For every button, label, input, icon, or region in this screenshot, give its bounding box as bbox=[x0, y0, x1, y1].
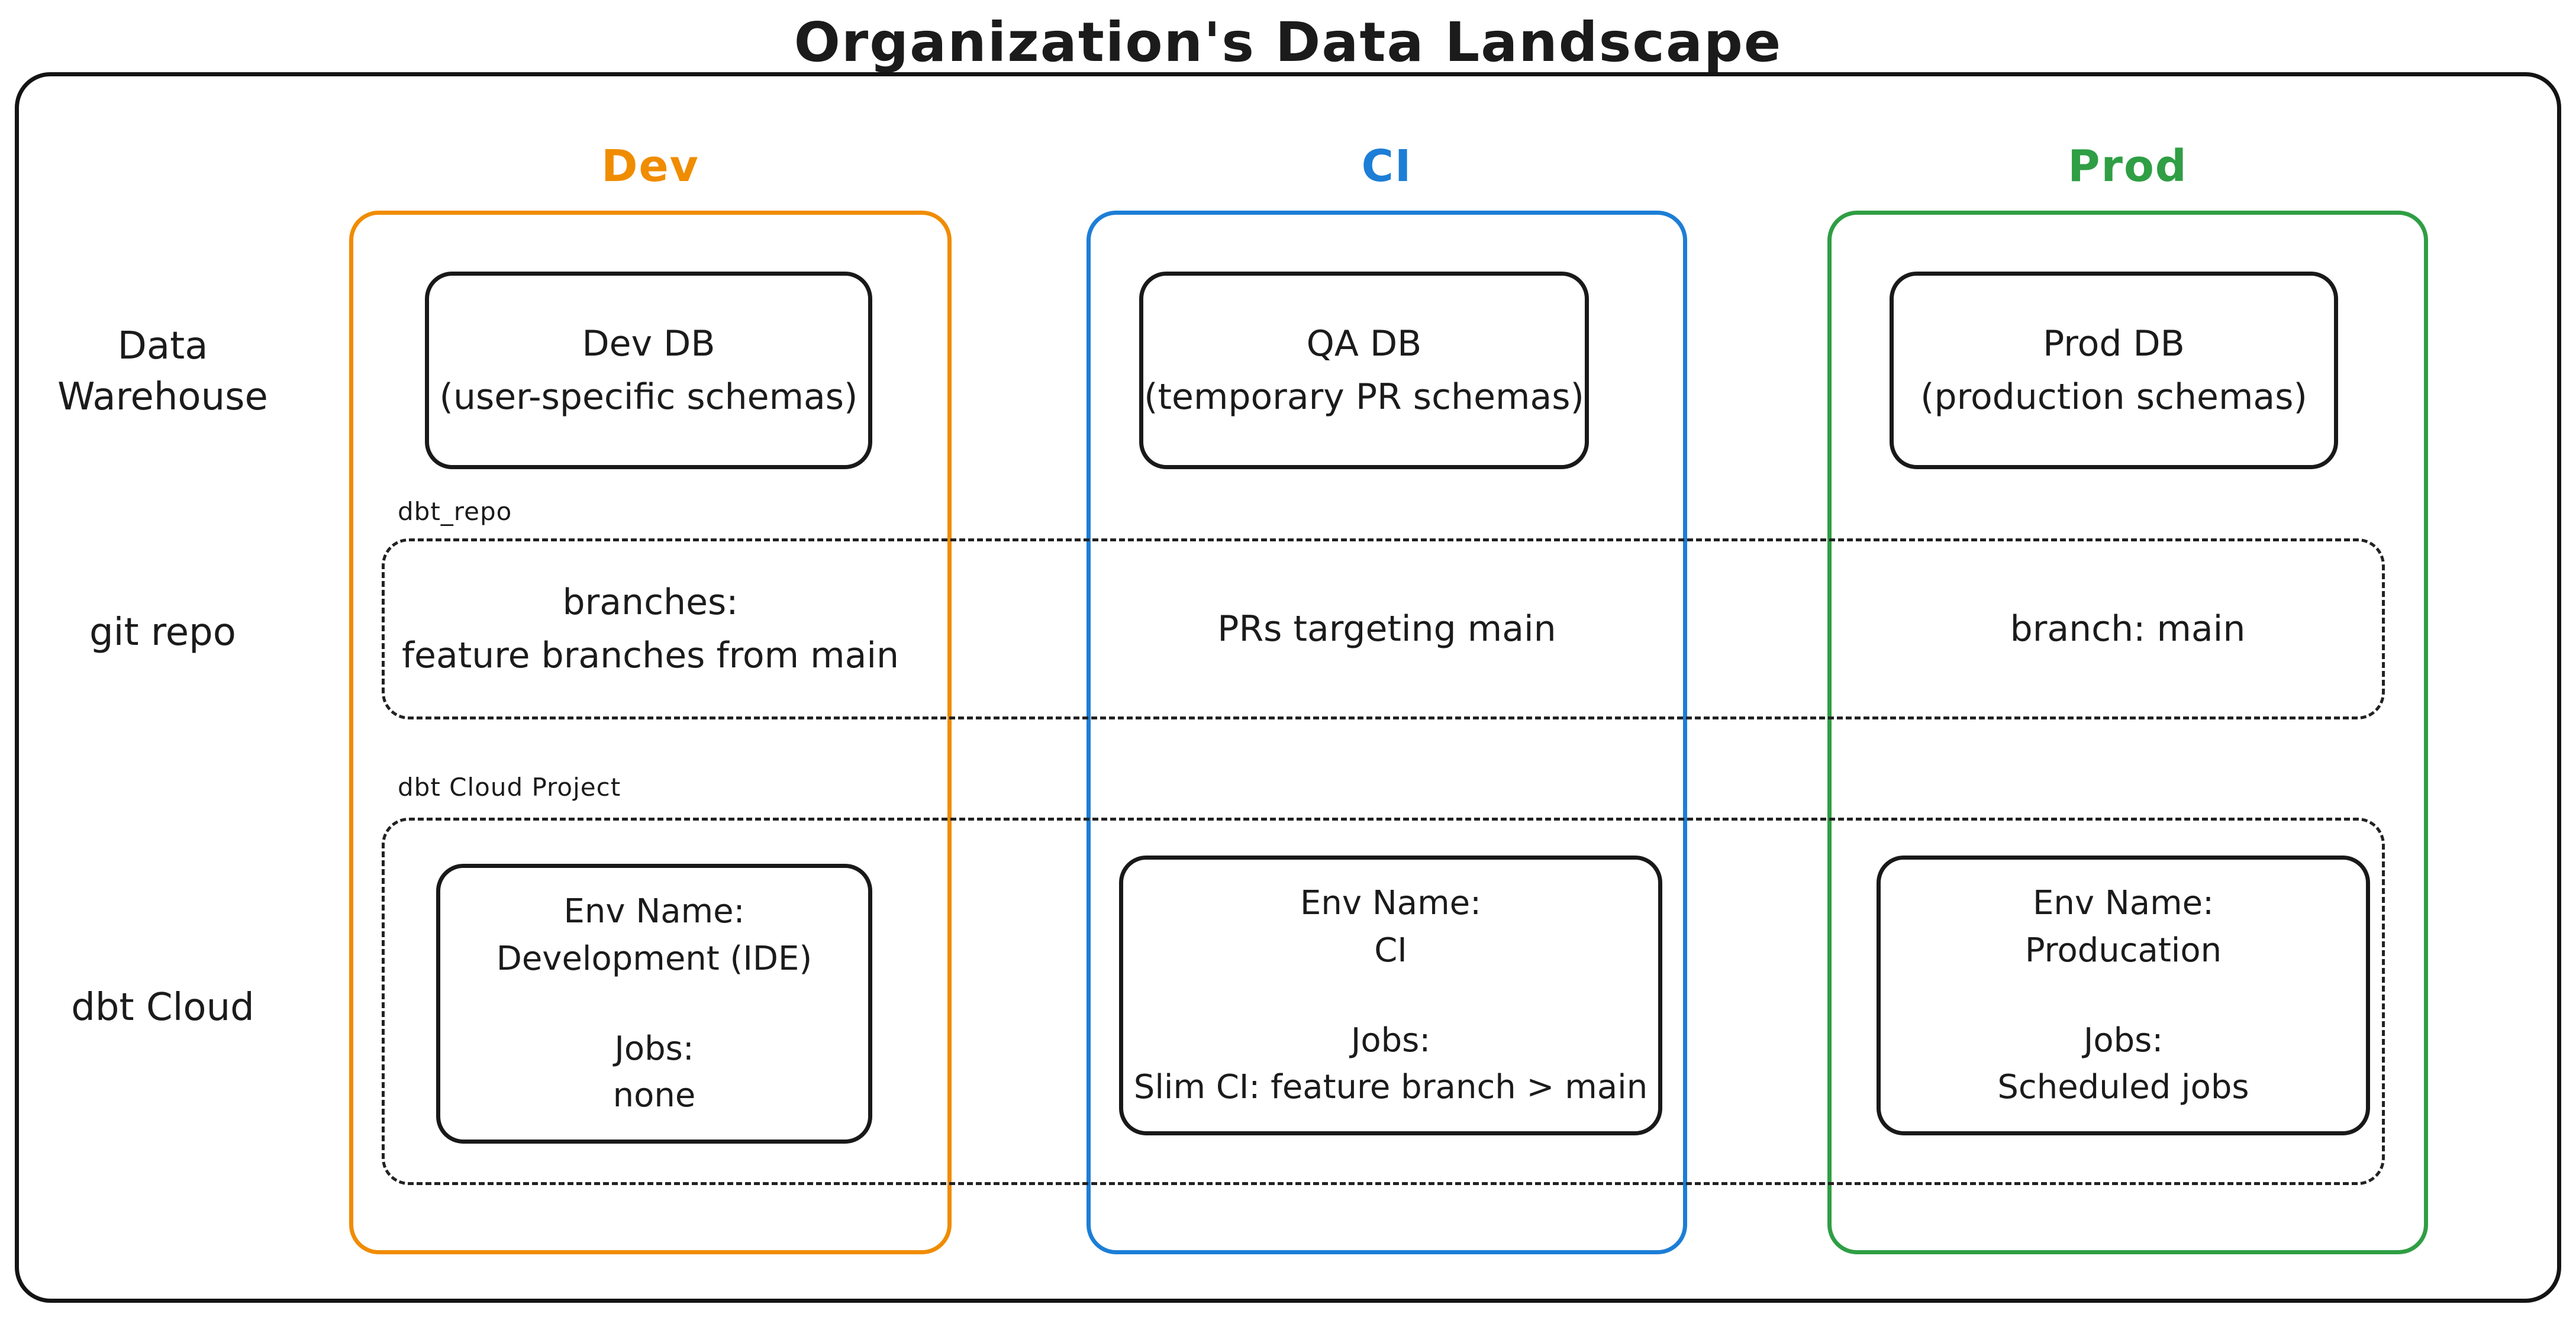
git-cell-prod: branch: main bbox=[1827, 538, 2428, 719]
ci-env-box: Env Name: CI Jobs: Slim CI: feature bran… bbox=[1119, 856, 1662, 1135]
dbt-cloud-project-box-label: dbt Cloud Project bbox=[398, 773, 621, 802]
qa-db-box: QA DB (temporary PR schemas) bbox=[1139, 272, 1589, 469]
git-cell-dev-line2: feature branches from main bbox=[401, 635, 899, 676]
git-cell-ci: PRs targeting main bbox=[1087, 538, 1687, 719]
dev-db-box: Dev DB (user-specific schemas) bbox=[425, 272, 872, 469]
diagram-title: Organization's Data Landscape bbox=[794, 11, 1782, 74]
qa-db-subtitle: (temporary PR schemas) bbox=[1144, 376, 1584, 418]
prod-env-name-label: Env Name: bbox=[2033, 884, 2214, 923]
column-header-prod: Prod bbox=[2068, 141, 2188, 192]
outer-frame bbox=[15, 72, 2561, 1303]
dev-jobs-label: Jobs: bbox=[614, 1029, 694, 1068]
git-repo-dashed-box bbox=[382, 538, 2385, 719]
row-label-data-warehouse: Data Warehouse bbox=[57, 324, 268, 419]
dev-env-name-label: Env Name: bbox=[563, 892, 745, 931]
prod-jobs-label: Jobs: bbox=[2083, 1021, 2164, 1060]
dev-db-subtitle: (user-specific schemas) bbox=[439, 376, 858, 418]
dev-env-name: Development (IDE) bbox=[496, 939, 813, 978]
dev-db-title: Dev DB bbox=[582, 323, 715, 364]
prod-db-title: Prod DB bbox=[2043, 323, 2185, 364]
prod-jobs-value: Scheduled jobs bbox=[1997, 1068, 2249, 1107]
ci-env-name: CI bbox=[1374, 931, 1407, 970]
dev-jobs-value: none bbox=[612, 1076, 696, 1115]
git-cell-prod-line1: branch: main bbox=[2010, 608, 2246, 650]
git-repo-box-label: dbt_repo bbox=[398, 497, 512, 526]
row-label-dbt-cloud: dbt Cloud bbox=[71, 986, 254, 1029]
dev-column-box bbox=[349, 211, 952, 1254]
column-header-ci: CI bbox=[1361, 141, 1413, 192]
prod-env-name: Producation bbox=[2024, 931, 2222, 970]
git-cell-dev: branches: feature branches from main bbox=[349, 538, 952, 719]
dbt-cloud-project-dashed-box bbox=[382, 818, 2385, 1185]
qa-db-title: QA DB bbox=[1306, 323, 1422, 364]
prod-column-box bbox=[1827, 211, 2428, 1254]
prod-db-box: Prod DB (production schemas) bbox=[1890, 272, 2338, 469]
prod-db-subtitle: (production schemas) bbox=[1920, 376, 2307, 418]
ci-column-box bbox=[1087, 211, 1687, 1254]
git-cell-dev-line1: branches: bbox=[562, 582, 739, 623]
git-cell-ci-line1: PRs targeting main bbox=[1217, 608, 1556, 650]
dev-env-box: Env Name: Development (IDE) Jobs: none bbox=[436, 864, 872, 1144]
ci-env-name-label: Env Name: bbox=[1300, 884, 1481, 923]
ci-jobs-label: Jobs: bbox=[1350, 1021, 1431, 1060]
prod-env-box: Env Name: Producation Jobs: Scheduled jo… bbox=[1877, 856, 2370, 1135]
row-label-git-repo: git repo bbox=[89, 611, 236, 654]
column-header-dev: Dev bbox=[601, 141, 699, 192]
ci-jobs-value: Slim CI: feature branch > main bbox=[1133, 1068, 1648, 1107]
